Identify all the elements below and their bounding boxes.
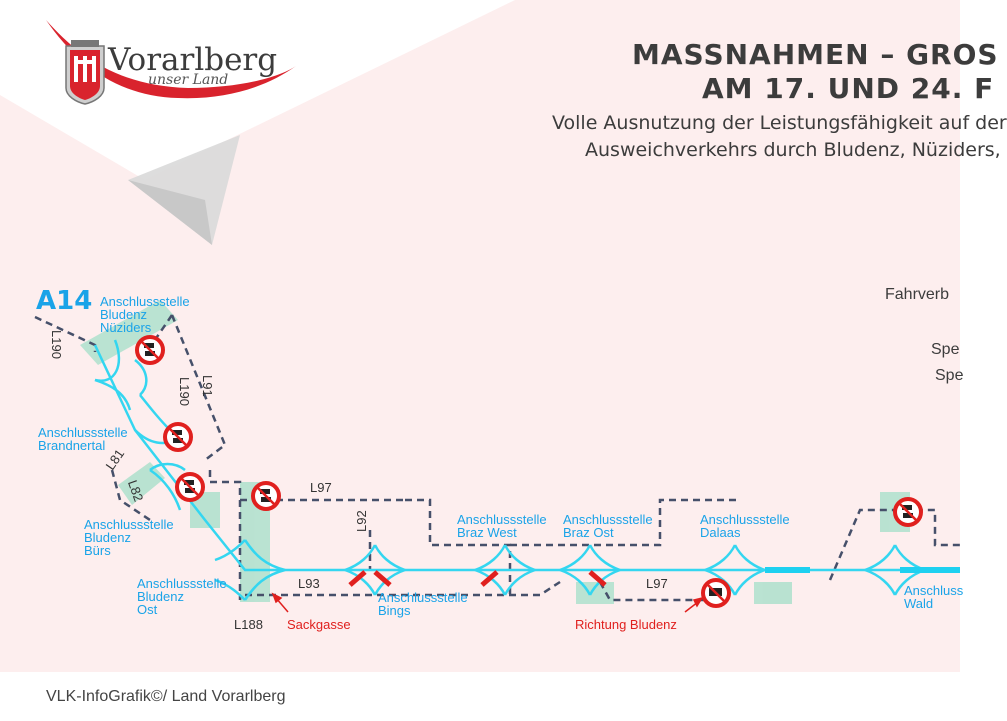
junction-ost-line-1: Anschlussstelle — [137, 576, 227, 591]
note-sackgasse: Sackgasse — [287, 617, 351, 632]
junction-bings-line-2: Bings — [378, 603, 411, 618]
vorarlberg-logo — [46, 20, 296, 105]
junction-bings: Anschlussstelle Bings — [378, 591, 468, 617]
logo-name: Vorarlberg — [108, 42, 278, 78]
subtitle-line-1: Volle Ausnutzung der Leistungsfähigkeit … — [552, 112, 1007, 134]
road-label-l97-a: L97 — [310, 480, 332, 495]
junction-brandnertal-line-1: Anschlussstelle — [38, 425, 128, 440]
junction-nueziders-line-3: Nüziders — [100, 320, 152, 335]
footer-credit: VLK-InfoGrafik©/ Land Vorarlberg — [46, 688, 286, 705]
road-label-l190-a: L190 — [49, 330, 64, 359]
junction-buers-line-2: Bludenz — [84, 530, 131, 545]
ban-signs — [135, 335, 923, 608]
junction-brandnertal-line-2: Brandnertal — [38, 438, 106, 453]
junction-wald-line-1: Anschluss — [904, 583, 964, 598]
junction-braz-ost-line-1: Anschlussstelle — [563, 512, 653, 527]
junction-nueziders-line-2: Bludenz — [100, 307, 147, 322]
junction-braz-west: Anschlussstelle Braz West — [457, 513, 547, 539]
title-line-2: AM 17. UND 24. F — [702, 72, 995, 105]
junction-wald-line-2: Wald — [904, 596, 934, 611]
title-line-1: MASSNAHMEN – GROS — [632, 38, 999, 71]
junction-braz-west-line-1: Anschlussstelle — [457, 512, 547, 527]
legend-item-2: Spe — [931, 341, 960, 358]
legend-item-1: Fahrverb — [885, 286, 950, 303]
junction-nueziders: Anschlussstelle Bludenz Nüziders — [100, 295, 190, 334]
route-map — [34, 300, 960, 613]
junction-bings-line-1: Anschlussstelle — [378, 590, 468, 605]
note-richtung-bludenz: Richtung Bludenz — [575, 617, 677, 632]
junction-brandnertal: Anschlussstelle Brandnertal — [38, 426, 128, 452]
junction-braz-ost: Anschlussstelle Braz Ost — [563, 513, 653, 539]
infographic: Vorarlberg unser Land MASSNAHMEN – GROS … — [0, 0, 1007, 705]
road-label-l92: L92 — [354, 510, 369, 532]
junction-buers: Anschlussstelle Bludenz Bürs — [84, 518, 174, 557]
closure-marks — [348, 570, 607, 587]
junction-ost-line-3: Ost — [137, 602, 158, 617]
road-label-l97-b: L97 — [646, 576, 668, 591]
junction-ost-line-2: Bludenz — [137, 589, 184, 604]
road-label-l91: L91 — [200, 375, 215, 397]
note-arrows — [271, 592, 704, 613]
subtitle-line-2: Ausweichverkehrs durch Bludenz, Nüziders… — [585, 139, 1001, 161]
junction-braz-ost-line-2: Braz Ost — [563, 525, 614, 540]
motorway-label: A14 — [36, 286, 93, 316]
legend-item-3: Spe — [935, 367, 964, 384]
junction-dalaas: Anschlussstelle Dalaas — [700, 513, 790, 539]
junction-buers-line-3: Bürs — [84, 543, 111, 558]
junction-dalaas-line-1: Anschlussstelle — [700, 512, 790, 527]
junction-ost: Anschlussstelle Bludenz Ost — [137, 577, 227, 616]
logo-tagline: unser Land — [148, 72, 229, 88]
junction-wald: Anschluss Wald — [904, 584, 963, 610]
junction-braz-west-line-2: Braz West — [457, 525, 517, 540]
junction-buers-line-1: Anschlussstelle — [84, 517, 174, 532]
road-label-l93: L93 — [298, 576, 320, 591]
road-label-l188: L188 — [234, 617, 263, 632]
junction-nueziders-line-1: Anschlussstelle — [100, 294, 190, 309]
junction-dalaas-line-2: Dalaas — [700, 525, 741, 540]
motorway — [93, 339, 960, 601]
road-label-l190-b: L190 — [177, 377, 192, 406]
